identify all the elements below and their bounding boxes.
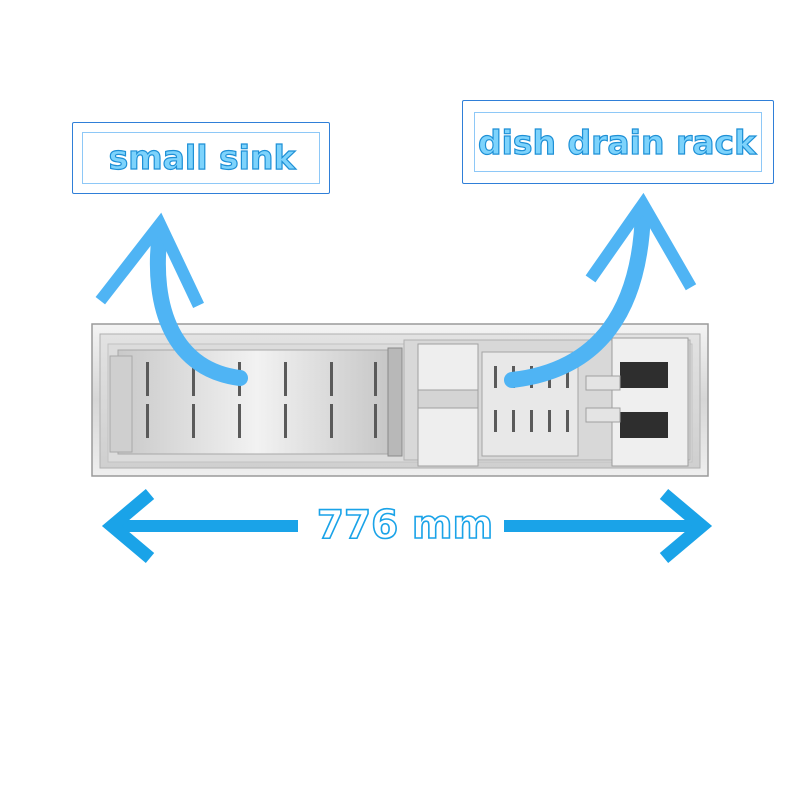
width-dimension-label: 776 mm: [316, 502, 494, 549]
curved-arrow-up-left-icon: [95, 212, 248, 386]
small-sink-label-frame: [72, 122, 330, 194]
curved-arrow-up-right-icon: [504, 192, 697, 388]
dish-rack-label-inner-frame: [474, 112, 762, 172]
small-sink-basket: [109, 347, 403, 457]
dish-rack-label-frame: [462, 100, 774, 184]
double-headed-arrow-icon: [101, 489, 713, 563]
dish-drain-rack: [403, 337, 691, 467]
dish-drain-rack-label: dish drain rack: [477, 122, 757, 162]
small-sink-label-inner-frame: [82, 132, 320, 184]
small-sink-label: small sink: [108, 137, 296, 177]
